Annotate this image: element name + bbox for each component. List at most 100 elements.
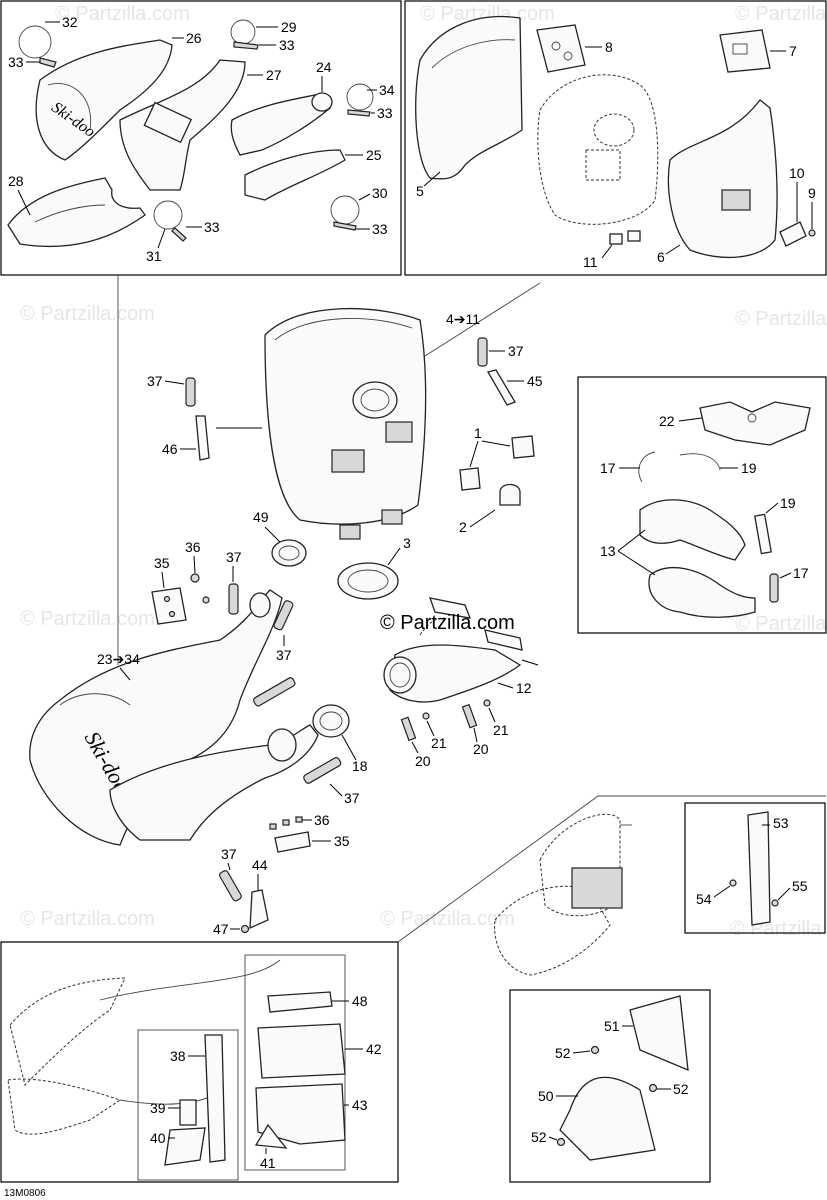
label-43: 43 <box>352 1097 368 1113</box>
label-33: 33 <box>204 219 220 235</box>
label-13: 13 <box>600 543 616 559</box>
label-10: 10 <box>789 165 805 181</box>
muffler-body-dotted <box>537 74 659 225</box>
nut-36 <box>190 573 200 583</box>
label-52: 52 <box>673 1081 689 1097</box>
panel-top-left <box>0 0 402 276</box>
tuned-pipe-assembly: Ski-doo <box>29 589 319 846</box>
panel-top-right-parts <box>415 15 816 259</box>
bumper-2 <box>499 483 521 506</box>
label-25: 25 <box>366 147 382 163</box>
label-37: 37 <box>226 549 242 565</box>
label-35: 35 <box>154 555 170 571</box>
bracket-10 <box>779 221 807 247</box>
clamp-34 <box>346 83 374 111</box>
clamp-30 <box>330 195 360 225</box>
manifold-12 <box>389 644 522 703</box>
spring-37 <box>273 600 294 631</box>
panel-top-left-parts: Ski-doo <box>7 19 374 248</box>
heat-shield-22 <box>699 401 811 446</box>
label-8: 8 <box>605 39 613 55</box>
spring-37 <box>253 677 296 707</box>
ring-49 <box>271 539 307 567</box>
label-12: 12 <box>516 680 532 696</box>
bumper-11 <box>627 230 641 242</box>
panel-detail-53 <box>684 802 826 934</box>
watermark: © Partzilla.com <box>380 908 515 930</box>
label-30: 30 <box>372 185 388 201</box>
label-21: 21 <box>493 722 509 738</box>
gasket-15 <box>429 597 472 619</box>
bracket-35 <box>151 587 187 625</box>
label-36: 36 <box>314 812 330 828</box>
bracket-45 <box>487 369 516 406</box>
label-22: 22 <box>659 413 675 429</box>
label-20: 20 <box>415 753 431 769</box>
label-19: 19 <box>741 460 757 476</box>
pad-48 <box>267 991 333 1013</box>
watermark: © Partzilla.com <box>20 303 155 325</box>
label-24: 24 <box>316 59 332 75</box>
nut-52 <box>648 1083 658 1093</box>
panel-right-middle-parts <box>638 401 811 618</box>
heat-shield-25 <box>244 149 346 201</box>
nut-52 <box>590 1045 600 1055</box>
gasket-7 <box>719 29 771 73</box>
nut-55 <box>771 899 779 907</box>
hood-outline <box>9 977 126 1086</box>
label-37: 37 <box>508 343 524 359</box>
seal-3 <box>337 562 399 600</box>
bracket-44 <box>249 889 269 930</box>
panel-top-right <box>404 0 827 276</box>
grommet-1 <box>459 467 481 491</box>
spring-37 <box>303 757 342 784</box>
insulation-38 <box>204 1034 226 1163</box>
watermark: © Partzilla.com <box>730 918 827 940</box>
pad-43 <box>255 1083 346 1145</box>
watermark: © Partzilla.com <box>420 3 555 25</box>
springs <box>185 337 488 902</box>
label-47: 47 <box>213 921 229 937</box>
label-27: 27 <box>266 67 282 83</box>
label-35: 35 <box>334 833 350 849</box>
washer-21 <box>422 712 430 720</box>
watermark-layer: © Partzilla.com © Partzilla.com © Partzi… <box>20 3 827 940</box>
label-37: 37 <box>276 647 292 663</box>
label-36: 36 <box>185 539 201 555</box>
label-28: 28 <box>8 173 24 189</box>
label-29: 29 <box>281 19 297 35</box>
bolt-20 <box>400 716 417 742</box>
bracket-35 <box>274 831 311 853</box>
label-46: 46 <box>162 441 178 457</box>
label-23-34: 23➔34 <box>97 651 140 667</box>
nut-36 <box>269 823 277 830</box>
ring-18 <box>312 704 350 738</box>
label-17: 17 <box>793 565 809 581</box>
label-41: 41 <box>260 1155 276 1171</box>
label-18: 18 <box>352 758 368 774</box>
label-44: 44 <box>252 857 268 873</box>
label-37: 37 <box>221 846 237 862</box>
clamp-17 <box>638 451 656 483</box>
label-3: 3 <box>403 535 411 551</box>
muffler <box>264 307 427 525</box>
bolt-20 <box>461 703 478 729</box>
label-21: 21 <box>431 735 447 751</box>
panel-bottom-right-outline <box>397 795 826 943</box>
label-55: 55 <box>792 878 808 894</box>
label-2: 2 <box>459 519 467 535</box>
watermark-main: © Partzilla.com <box>380 612 515 634</box>
watermark: © Partzilla.com <box>20 608 155 630</box>
label-51: 51 <box>604 1018 620 1034</box>
washer-21 <box>483 699 491 707</box>
spring-37 <box>477 337 488 367</box>
watermark: © Partzilla.com <box>55 3 190 25</box>
label-31: 31 <box>146 248 162 264</box>
muffler-overview <box>539 813 621 917</box>
label-1: 1 <box>474 425 482 441</box>
panel-bottom-left-parts <box>7 954 346 1181</box>
label-38: 38 <box>170 1048 186 1064</box>
label-52: 52 <box>555 1045 571 1061</box>
exhaust-manifold <box>383 597 523 703</box>
grommet-1 <box>511 435 535 459</box>
